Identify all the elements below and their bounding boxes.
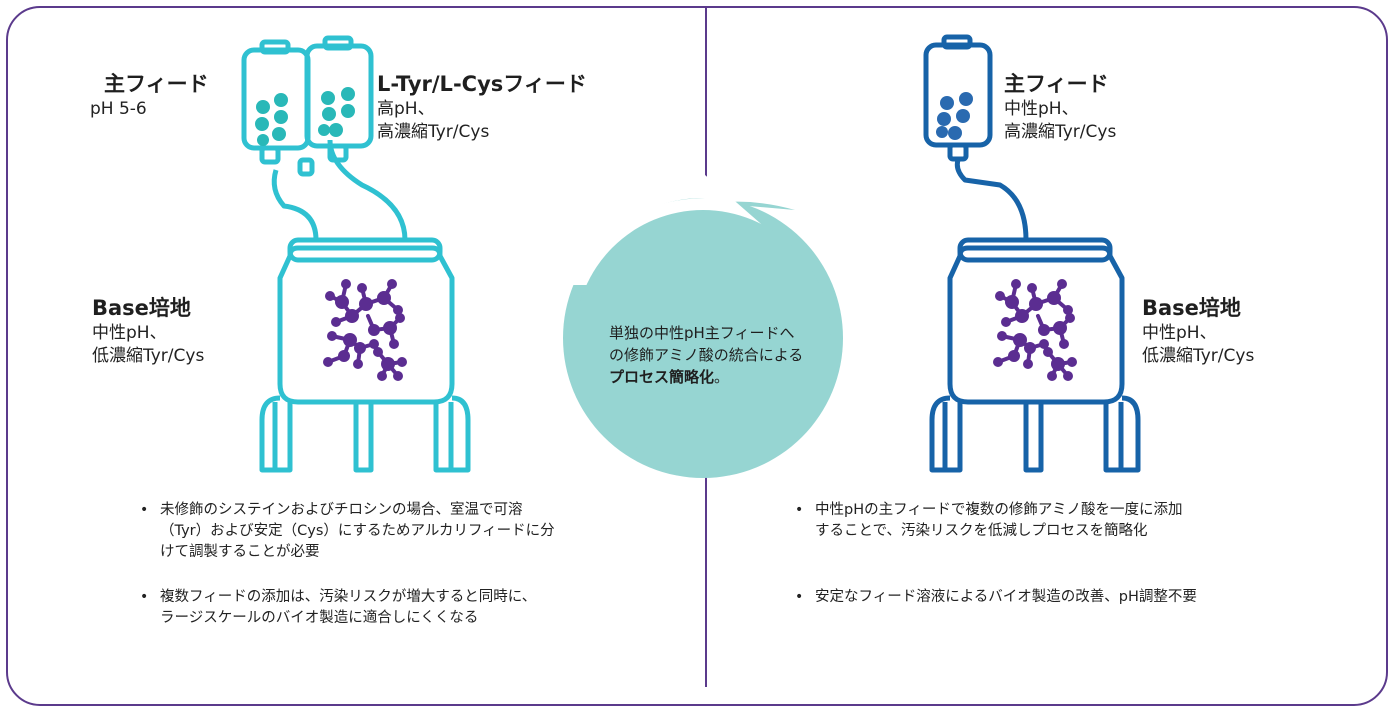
cys-feed-bag-icon: [304, 35, 374, 163]
bullet-icon: •: [140, 589, 149, 605]
right-bullet-item: • 安定なフィード溶液によるバイオ製造の改善、pH調整不要: [795, 587, 1197, 608]
left-main-feed-title: 主フィード: [104, 72, 209, 96]
left-main-feed-ph: pH 5-6: [90, 99, 147, 119]
left-base-line1: 中性pH、: [92, 323, 167, 343]
left-bullet-text: 未修飾のシステインおよびチロシンの場合、室温で可溶 （Tyr）および安定（Cys…: [160, 502, 555, 560]
process-illustration: [241, 34, 1141, 478]
main-feed-bag-icon: [241, 39, 315, 177]
cys-feed-line1: 高pH、: [377, 99, 435, 119]
left-bullet-item: • 複数フィードの添加は、汚染リスクが増大すると同時に、 ラージスケールのバイオ製…: [140, 587, 555, 629]
right-base-line2: 低濃縮Tyr/Cys: [1142, 346, 1255, 366]
left-base-line2: 低濃縮Tyr/Cys: [92, 346, 205, 366]
left-bioreactor-icon: [259, 139, 471, 473]
left-bullet-list: • 未修飾のシステインおよびチロシンの場合、室温で可溶 （Tyr）および安定（Cy…: [140, 500, 555, 653]
right-bullet-item: • 中性pHの主フィードで複数の修飾アミノ酸を一度に添加 することで、汚染リスクを…: [795, 500, 1197, 542]
right-bioreactor-icon: [929, 159, 1141, 473]
right-main-feed-line2: 高濃縮Tyr/Cys: [1004, 122, 1117, 142]
center-summary-end: 。: [714, 368, 730, 386]
right-base-title: Base培地: [1142, 296, 1241, 320]
center-summary-bold: プロセス簡略化: [609, 368, 715, 386]
cys-feed-title: L-Tyr/L-Cysフィード: [377, 72, 587, 96]
right-bullet-list: • 中性pHの主フィードで複数の修飾アミノ酸を一度に添加 することで、汚染リスクを…: [795, 500, 1197, 632]
right-bullet-text: 中性pHの主フィードで複数の修飾アミノ酸を一度に添加 することで、汚染リスクを低…: [815, 502, 1183, 539]
cys-feed-line2: 高濃縮Tyr/Cys: [377, 122, 490, 142]
right-main-feed-line1: 中性pH、: [1004, 99, 1079, 119]
left-bullet-text: 複数フィードの添加は、汚染リスクが増大すると同時に、 ラージスケールのバイオ製造…: [160, 589, 537, 626]
right-main-feed-title: 主フィード: [1004, 72, 1109, 96]
right-main-feed-bag-icon: [923, 34, 993, 162]
left-bullet-item: • 未修飾のシステインおよびチロシンの場合、室温で可溶 （Tyr）および安定（Cy…: [140, 500, 555, 563]
center-summary-text: 単独の中性pH主フィードへの修飾アミノ酸の統合による: [609, 324, 804, 364]
right-base-line1: 中性pH、: [1142, 323, 1217, 343]
bullet-icon: •: [140, 502, 149, 518]
process-arrow-icon: [560, 175, 843, 478]
bullet-icon: •: [795, 589, 804, 605]
left-base-title: Base培地: [92, 296, 191, 320]
center-summary: 単独の中性pH主フィードへの修飾アミノ酸の統合によるプロセス簡略化。: [609, 322, 809, 388]
bullet-icon: •: [795, 502, 804, 518]
right-bullet-text: 安定なフィード溶液によるバイオ製造の改善、pH調整不要: [815, 589, 1197, 605]
